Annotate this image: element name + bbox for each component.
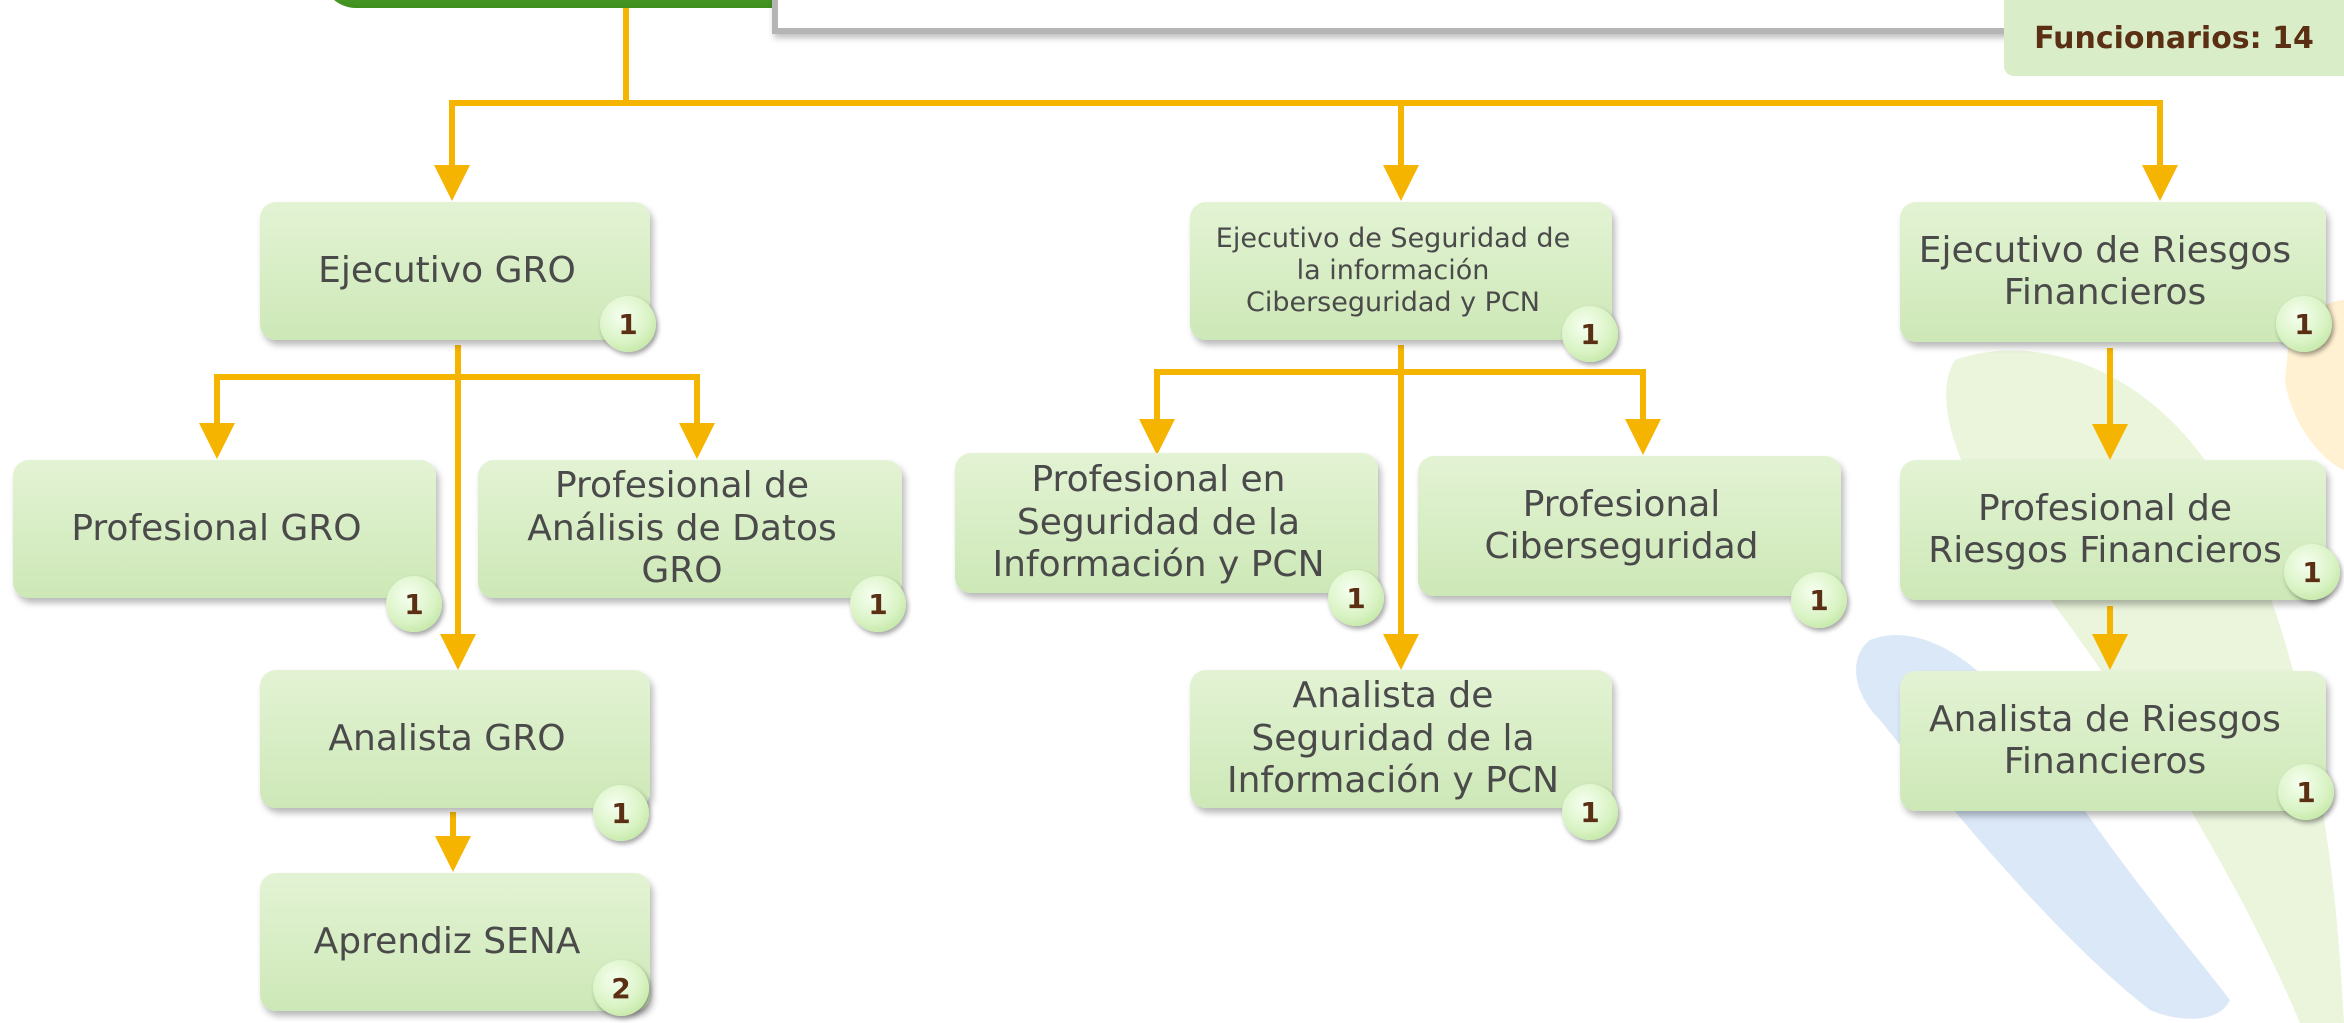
- count-badge: 1: [1328, 570, 1384, 626]
- node-title: Profesional Ciberseguridad: [1484, 483, 1759, 567]
- node-analista-gro: Analista GRO: [260, 670, 650, 808]
- connector-to-profesional-ciberseguridad: [1401, 369, 1661, 455]
- node-ejecutivo-gro: Ejecutivo GRO: [260, 202, 650, 340]
- count-badge: 1: [1562, 784, 1618, 840]
- count-badge: 1: [850, 576, 906, 632]
- node-analista-riesgos-financieros: Analista de Riesgos Financieros: [1900, 671, 2326, 811]
- node-title: Analista GRO: [328, 717, 566, 759]
- connector-to-profesional-gro: [199, 374, 458, 459]
- node-title: Profesional GRO: [71, 507, 362, 549]
- staff-count-tag: Funcionarios: 14: [2004, 0, 2344, 76]
- node-ejecutivo-seguridad: Ejecutivo de Seguridad de la información…: [1190, 202, 1612, 340]
- node-aprendiz-sena: Aprendiz SENA: [260, 873, 650, 1011]
- header-bar: [772, 0, 2028, 34]
- count-badge: 1: [386, 576, 442, 632]
- count-badge: 2: [593, 960, 649, 1016]
- node-profesional-seguridad: Profesional en Seguridad de la Informaci…: [955, 453, 1378, 593]
- node-profesional-riesgos-financieros: Profesional de Riesgos Financieros: [1900, 460, 2326, 600]
- node-profesional-ciberseguridad: Profesional Ciberseguridad: [1418, 456, 1841, 596]
- connector-to-profesional-seguridad: [1139, 369, 1401, 455]
- node-title: Ejecutivo de Riesgos Financieros: [1918, 229, 2292, 313]
- connector-main-bus: [626, 100, 2163, 189]
- count-badge: 1: [2284, 544, 2340, 600]
- node-title: Ejecutivo de Seguridad de la información…: [1215, 223, 1571, 318]
- node-profesional-analisis-datos-gro: Profesional de Análisis de Datos GRO: [478, 460, 902, 598]
- count-badge: 1: [2276, 296, 2332, 352]
- count-badge: 1: [593, 785, 649, 841]
- node-ejecutivo-riesgos-financieros: Ejecutivo de Riesgos Financieros: [1900, 202, 2326, 342]
- connector-to-ejecutivo-gro: [434, 100, 626, 201]
- count-badge: 1: [1562, 306, 1618, 362]
- count-badge: 1: [2278, 764, 2334, 820]
- root-node-box: [322, 0, 932, 8]
- node-title: Ejecutivo GRO: [318, 249, 576, 291]
- node-profesional-gro: Profesional GRO: [13, 460, 436, 598]
- node-analista-seguridad: Analista de Seguridad de la Información …: [1190, 670, 1612, 808]
- node-title: Profesional en Seguridad de la Informaci…: [992, 459, 1325, 586]
- count-badge: 1: [1791, 572, 1847, 628]
- node-title: Aprendiz SENA: [313, 920, 581, 962]
- connector-to-profesional-datos: [458, 374, 715, 459]
- node-title: Profesional de Riesgos Financieros: [1928, 487, 2282, 571]
- node-title: Analista de Riesgos Financieros: [1929, 698, 2281, 782]
- count-badge: 1: [600, 296, 656, 352]
- node-title: Profesional de Análisis de Datos GRO: [527, 465, 837, 592]
- node-title: Analista de Seguridad de la Información …: [1226, 675, 1560, 802]
